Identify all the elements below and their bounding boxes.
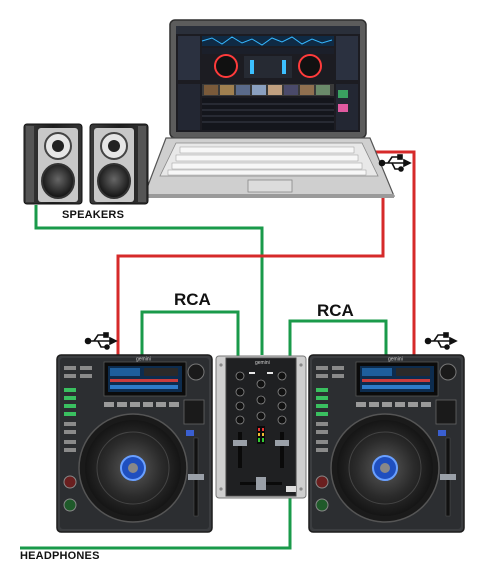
- mixer: gemini: [215, 355, 307, 499]
- cable-speakers-to-mixer: [34, 205, 264, 355]
- brand-logo-right: gemini: [388, 357, 403, 363]
- rca-label-right: RCA: [317, 301, 354, 320]
- play-button-right: [315, 498, 329, 512]
- laptop: [143, 19, 395, 198]
- laptop-keyboard: [167, 146, 367, 176]
- cue-button-right: [315, 475, 329, 489]
- speaker-right: [89, 123, 149, 205]
- brand-logo-mixer: gemini: [255, 360, 270, 366]
- vu-meter: [257, 426, 265, 444]
- cue-button-left: [63, 475, 77, 489]
- cable-mixer-to-headphones: [20, 495, 292, 550]
- rca-cable-right: [288, 319, 388, 360]
- speakers-label: SPEAKERS: [62, 209, 125, 221]
- rca-label-left: RCA: [174, 290, 211, 309]
- usb-cable-laptop-to-left-player: [116, 182, 385, 355]
- cd-player-right: gemini: [308, 354, 465, 533]
- speaker-left: [23, 123, 83, 205]
- cd-player-left: gemini: [56, 354, 213, 533]
- rca-cable-left: [140, 310, 240, 360]
- usb-icon: [378, 154, 412, 172]
- dj-software-screen: [176, 26, 360, 130]
- play-button-left: [63, 498, 77, 512]
- usb-icon: [424, 332, 458, 350]
- usb-icon: [84, 332, 118, 350]
- brand-logo-left: gemini: [136, 357, 151, 363]
- headphones-label: HEADPHONES: [20, 550, 100, 562]
- usb-cable-laptop-to-right-player: [372, 150, 416, 355]
